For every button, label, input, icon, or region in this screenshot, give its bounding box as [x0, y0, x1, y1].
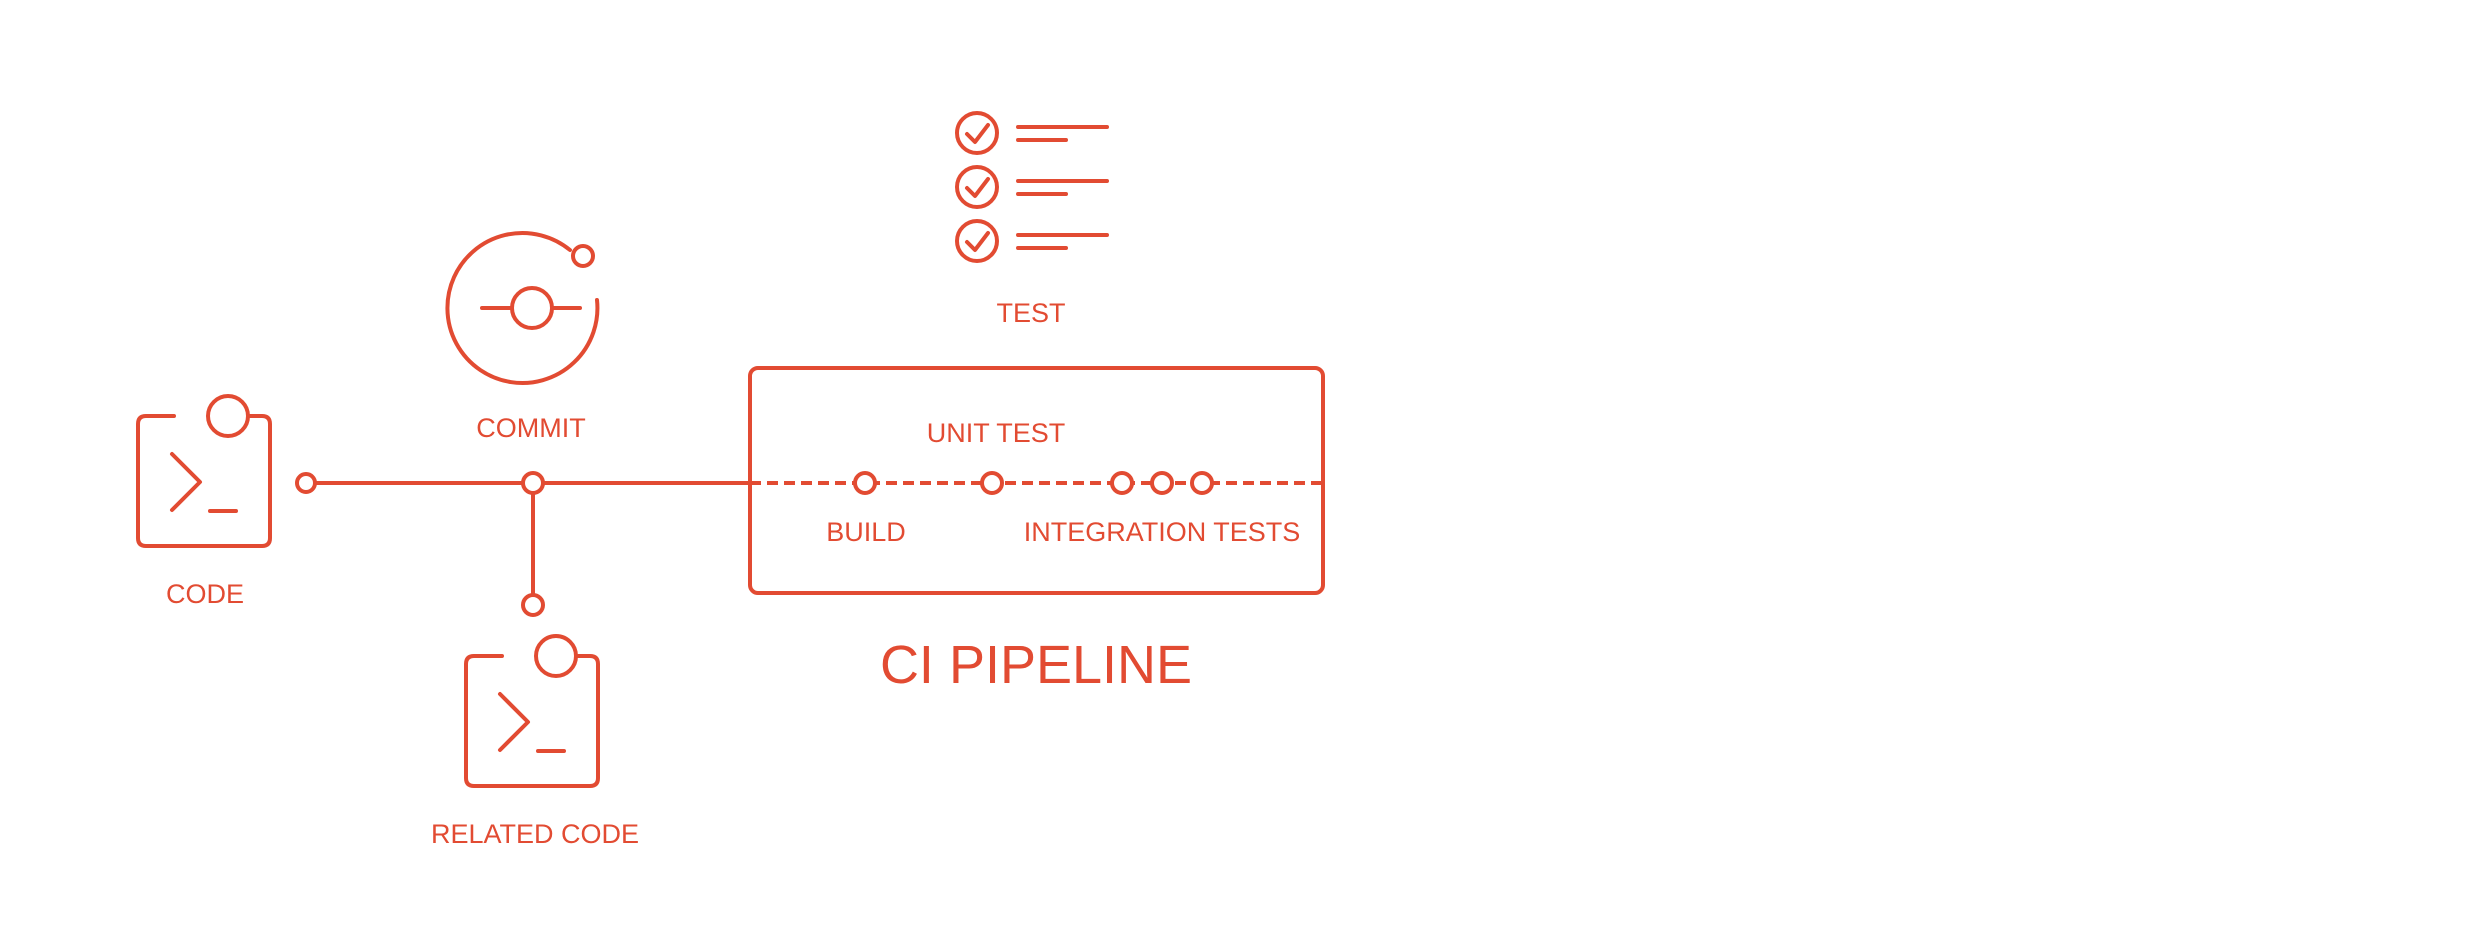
unit-test-node — [980, 471, 1004, 495]
integration-test-node — [1190, 471, 1214, 495]
integration-test-node — [1110, 471, 1134, 495]
commit-node — [521, 471, 545, 495]
related-code-terminal-icon — [464, 634, 600, 788]
code-node — [295, 472, 317, 494]
code-label: CODE — [166, 579, 244, 609]
build-label: BUILD — [826, 517, 906, 547]
code-terminal-icon — [136, 394, 272, 548]
commit-label: COMMIT — [476, 413, 585, 443]
checklist-icon — [955, 111, 1109, 263]
build-node — [853, 471, 877, 495]
related-code-label: RELATED CODE — [431, 819, 639, 849]
unit-test-label: UNIT TEST — [927, 418, 1066, 448]
test-label: TEST — [996, 298, 1065, 328]
related-code-node — [521, 593, 545, 617]
integration-tests-label: INTEGRATION TESTS — [1024, 517, 1301, 547]
pipeline-title: CI PIPELINE — [880, 635, 1192, 695]
commit-icon — [445, 230, 600, 385]
integration-test-node — [1150, 471, 1174, 495]
ci-pipeline-box — [748, 366, 1325, 595]
